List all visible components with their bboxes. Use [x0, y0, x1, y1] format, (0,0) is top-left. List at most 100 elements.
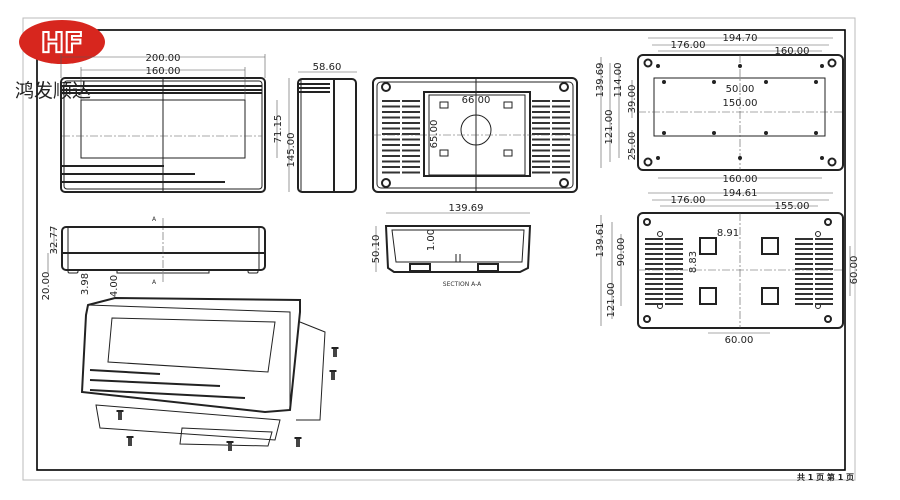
vent-slot [382, 166, 400, 168]
corner-hole [643, 58, 653, 68]
vent-slot [532, 171, 550, 174]
vent-slot [402, 122, 420, 124]
vent-slot [795, 253, 813, 255]
vent-slot [795, 248, 813, 250]
dim-top-bottom-span: 160.00 [723, 174, 758, 185]
vent-slot [815, 238, 833, 240]
dim-top-h5: 25.00 [627, 132, 638, 161]
vent-slot [795, 293, 813, 295]
vent-slot [645, 293, 663, 295]
corner-hole [643, 157, 653, 167]
dim-base-boss-h: 8.83 [688, 251, 699, 273]
vent-slot [382, 122, 400, 124]
brand-name: 鸿发顺达 [15, 80, 92, 102]
vent-slot [795, 288, 813, 290]
corner-hole [827, 58, 837, 68]
vent-slot [795, 298, 813, 300]
dim-base-pitch-x: 60.00 [725, 335, 754, 346]
vent-slot [552, 144, 570, 146]
vent-slot [795, 263, 813, 265]
dim-top-h3: 114.00 [613, 63, 624, 98]
isometric-exploded-view [80, 296, 339, 451]
vent-slot [382, 116, 400, 119]
vent-slot [402, 105, 420, 108]
vent-slot [665, 248, 683, 250]
vent-slot [382, 127, 400, 130]
vent-slot [815, 263, 833, 265]
vent-slot [815, 298, 833, 300]
screw [331, 371, 335, 380]
dim-side-depth: 58.60 [313, 62, 342, 73]
mounting-hole [662, 131, 666, 135]
vent-slot [815, 303, 833, 305]
vent-slot [645, 298, 663, 300]
vent-slot [645, 238, 663, 240]
mounting-hole [738, 64, 742, 68]
vent-slot [815, 288, 833, 290]
vent-slot [402, 100, 420, 102]
dim-elev-foot-a: 3.98 [80, 273, 91, 295]
dim-base-h3: 90.00 [616, 238, 627, 267]
dim-back-mount-y: 65.00 [429, 120, 440, 149]
dim-base-boss-w: 8.91 [717, 228, 739, 239]
vent-slots [382, 100, 570, 174]
vent-slot [665, 253, 683, 255]
vent-slot [552, 116, 570, 119]
vent-slot [815, 293, 833, 295]
mounting-hole [656, 156, 660, 160]
vent-slot [795, 243, 813, 245]
vent-slot [402, 111, 420, 113]
dim-top-hole-pitch: 50.00 [726, 84, 755, 95]
mounting-hole [712, 131, 716, 135]
vent-slot [532, 111, 550, 113]
screw-head [226, 441, 234, 443]
vent-slot [552, 133, 570, 135]
vent-slot [645, 273, 663, 275]
vent-slot [382, 111, 400, 113]
dim-top-h1: 139.69 [595, 63, 606, 98]
mounting-holes [643, 58, 837, 167]
bottom-elevation-view: A A 32.77 20.00 3.98 4.00 [41, 216, 266, 300]
dim-back-mount-x: 66.00 [462, 95, 491, 106]
dim-front-width-window: 160.00 [146, 66, 181, 77]
dim-top-hole-span: 150.00 [723, 98, 758, 109]
screw [333, 348, 337, 357]
vent-slot [532, 127, 550, 130]
vent-slot [815, 248, 833, 250]
vent-slot [645, 283, 663, 285]
vent-slot [645, 278, 663, 280]
vent-slot [665, 283, 683, 285]
vent-slot [815, 268, 833, 270]
screws [116, 347, 339, 451]
vent-slot [795, 273, 813, 275]
vent-slot [402, 144, 420, 146]
corner-hole [827, 157, 837, 167]
screw-head [126, 436, 134, 438]
vent-slot [795, 283, 813, 285]
mounting-hole [820, 156, 824, 160]
section-label: SECTION A-A [443, 281, 482, 288]
screw-head [294, 437, 302, 439]
back-view: 66.00 65.00 [372, 77, 578, 193]
mounting-hole [738, 156, 742, 160]
section-view: 139.69 50.10 1.00 SECTION A-A [371, 203, 532, 288]
vent-slot [665, 268, 683, 270]
vent-slot [795, 258, 813, 260]
page-count: 共 1 页 第 1 页 [797, 473, 855, 482]
dim-base-w3: 155.00 [775, 201, 810, 212]
vent-slot [532, 116, 550, 119]
dim-base-pitch-y: 60.00 [849, 256, 860, 285]
vent-slot [795, 268, 813, 270]
dim-top-h2: 121.00 [604, 110, 615, 145]
vent-slot [402, 166, 420, 168]
vent-slot [665, 278, 683, 280]
mounting-hole [814, 131, 818, 135]
vent-slot [645, 253, 663, 255]
vent-slot [645, 288, 663, 290]
inner-top-view: 194.70 176.00 160.00 50.00 150.00 160.00… [595, 33, 844, 185]
base-view: 194.61 176.00 155.00 8.91 8.83 139.61 12… [595, 188, 860, 346]
dim-section-wall: 1.00 [426, 229, 437, 251]
vent-slot [402, 160, 420, 163]
section-mark-bottom: A [152, 279, 157, 286]
